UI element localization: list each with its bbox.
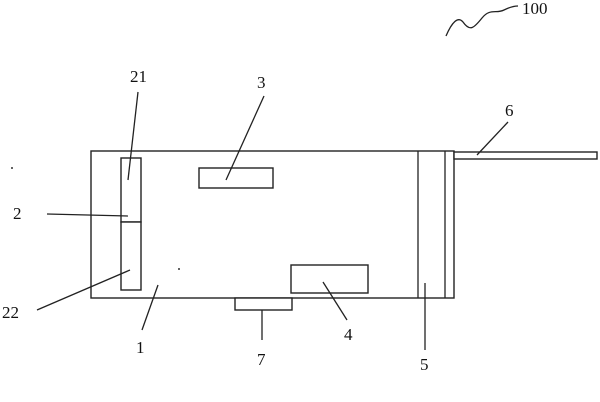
label-4: 4 [344, 325, 353, 344]
leader-21 [127, 91, 139, 181]
leader-2 [46, 213, 129, 217]
leader-3 [225, 95, 265, 181]
rod-6 [453, 151, 598, 160]
component-22 [120, 221, 142, 291]
label-7: 7 [257, 350, 266, 369]
leader-6 [476, 121, 509, 156]
label-21: 21 [130, 67, 147, 86]
label-6: 6 [505, 101, 514, 120]
component-4 [290, 264, 369, 294]
stray-dot-left [11, 167, 13, 169]
component-21 [120, 157, 142, 223]
label-22: 22 [2, 303, 19, 322]
center-dot [178, 268, 180, 270]
component-3 [198, 167, 274, 189]
leader-22 [36, 269, 131, 311]
label-5: 5 [420, 355, 429, 374]
label-1: 1 [136, 338, 145, 357]
leader-4 [322, 281, 348, 321]
figure-number-label: 100 [522, 0, 548, 18]
label-2: 2 [13, 204, 22, 223]
component-7 [234, 297, 293, 311]
figure-number-squiggle [445, 5, 519, 37]
label-3: 3 [257, 73, 266, 92]
leader-1 [141, 284, 159, 331]
